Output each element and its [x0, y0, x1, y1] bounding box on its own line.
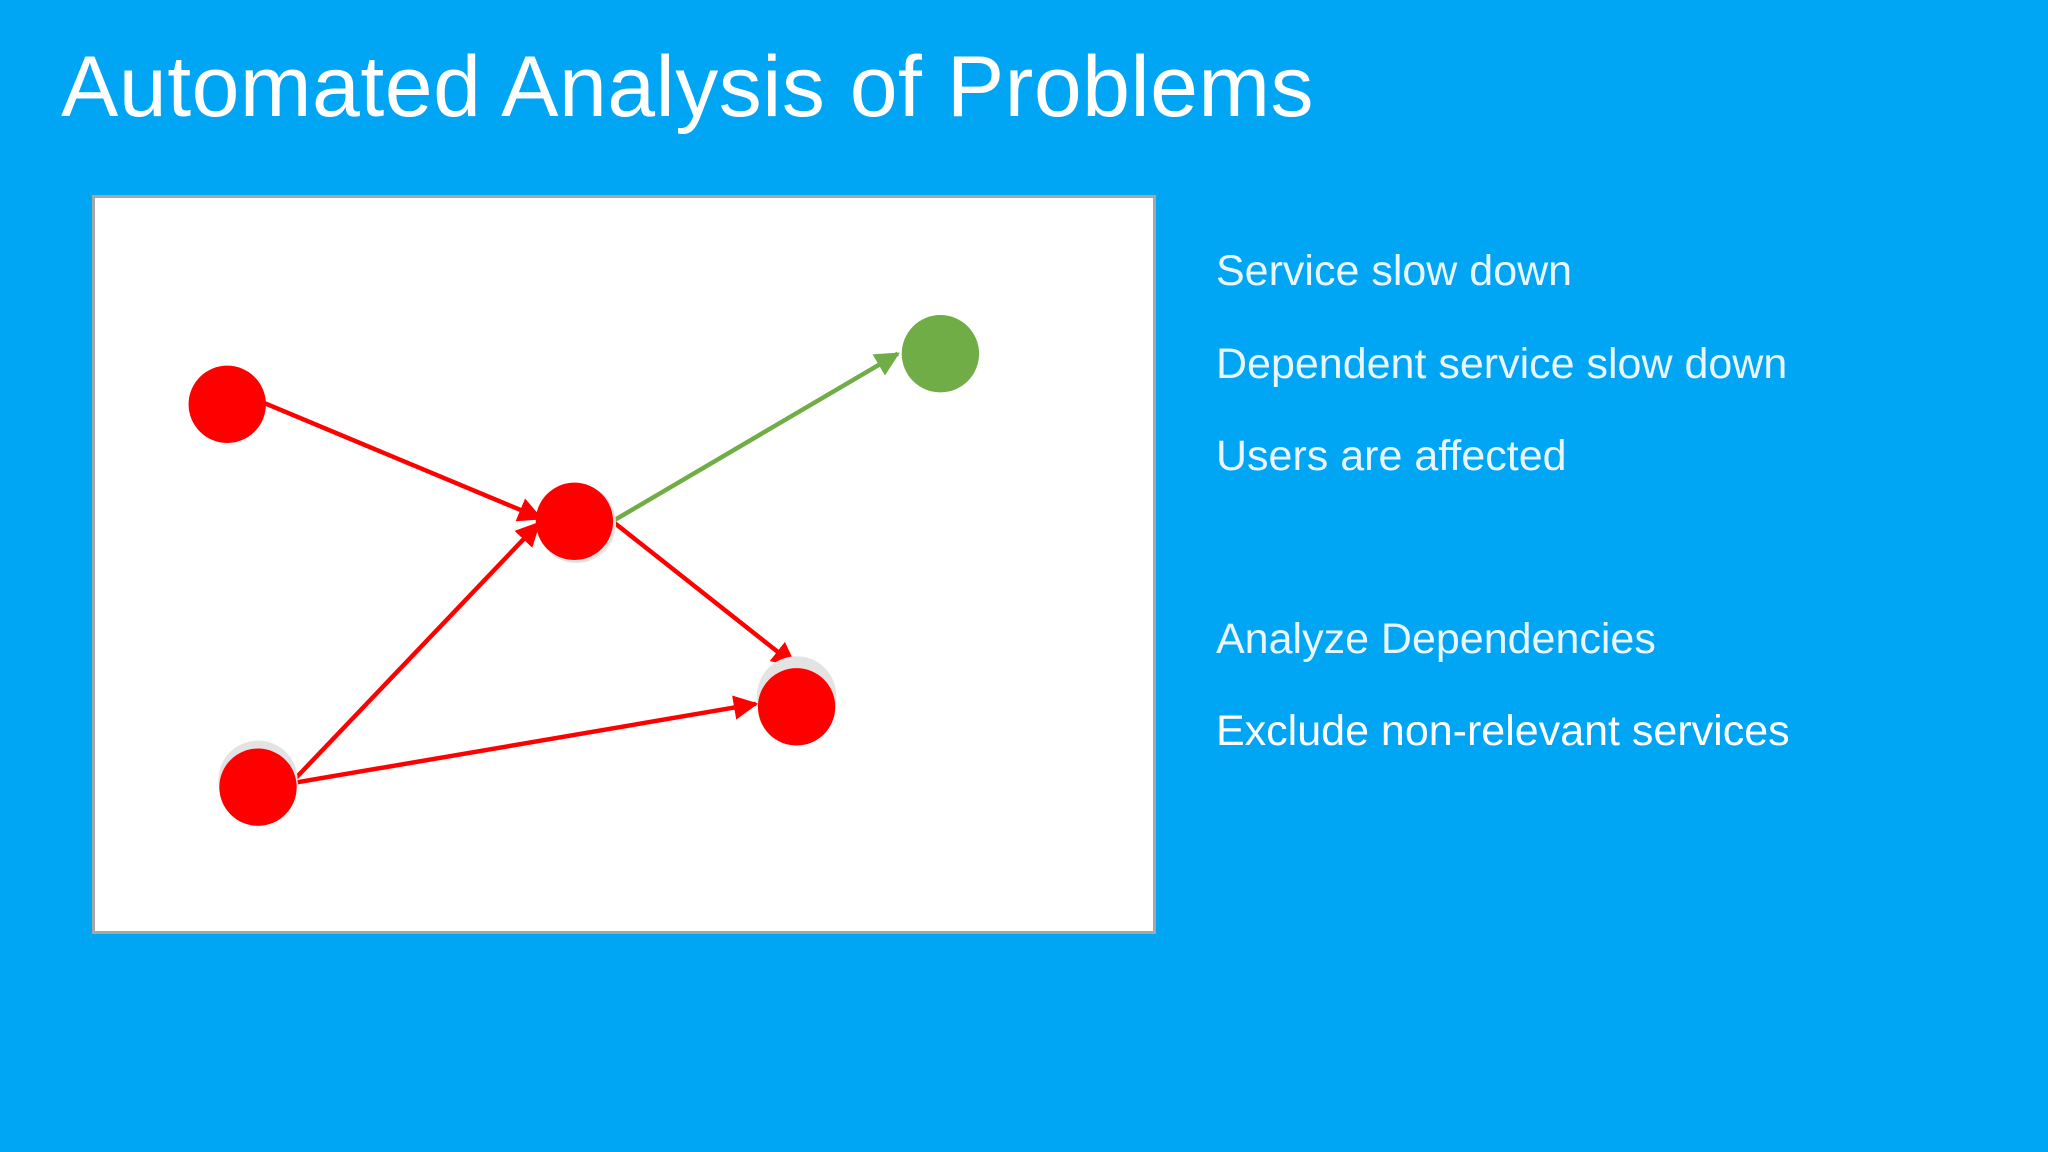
dependency-diagram	[92, 195, 1156, 934]
edge-n2-n4	[613, 521, 797, 667]
node-n3	[901, 315, 980, 393]
bullet-users-affected: Users are affected	[1216, 432, 1567, 480]
edge-n5-n4	[297, 695, 759, 785]
node-n1	[188, 365, 266, 443]
edge-n2-n3	[612, 351, 900, 523]
bullet-analyze-dependencies: Analyze Dependencies	[1216, 615, 1656, 663]
edge-n5-n2	[293, 521, 541, 781]
bullet-dependent-service-slow-down: Dependent service slow down	[1216, 340, 1788, 388]
edge-n1-n2	[264, 401, 543, 522]
dependency-graph-svg	[188, 315, 980, 826]
bullet-exclude-non-relevant-services: Exclude non-relevant services	[1216, 707, 1790, 755]
node-n4	[757, 668, 836, 746]
bullet-service-slow-down: Service slow down	[1216, 247, 1573, 295]
node-n2	[535, 482, 614, 561]
node-n5	[219, 748, 297, 826]
slide-title: Automated Analysis of Problems	[61, 39, 1315, 135]
